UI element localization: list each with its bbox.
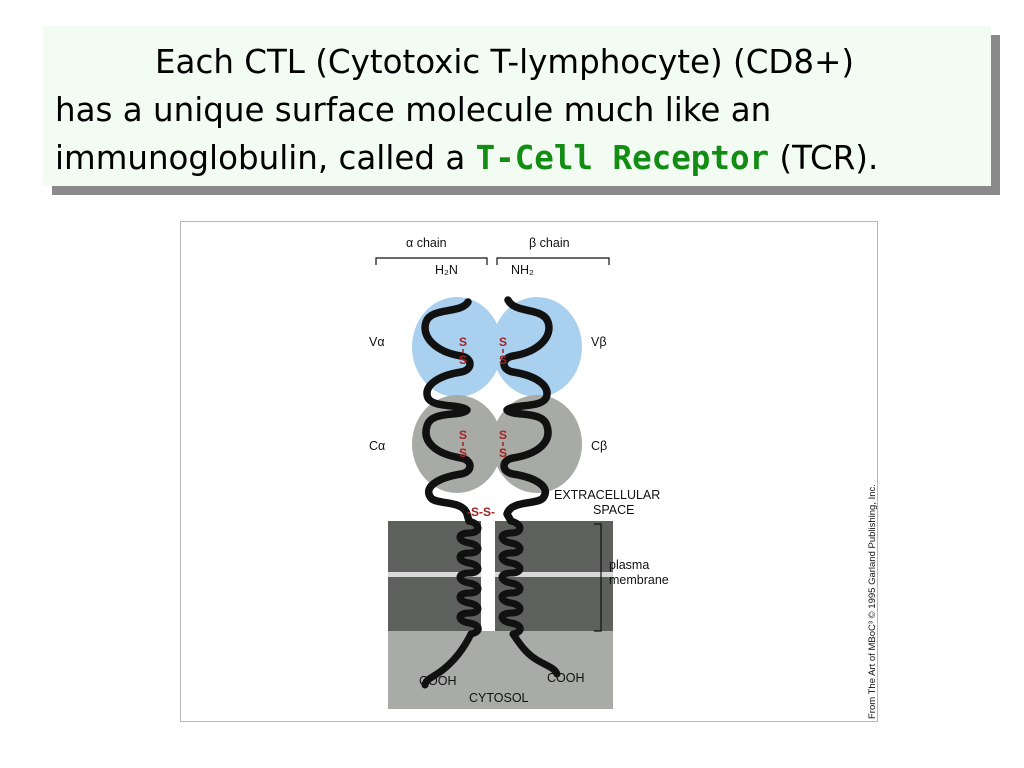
title-line-3: immunoglobulin, called a T-Cell Receptor… <box>55 134 979 182</box>
cooh-right-label: COOH <box>547 671 585 685</box>
title-line-1: Each CTL (Cytotoxic T-lymphocyte) (CD8+) <box>155 43 855 81</box>
alpha-chain-bracket <box>375 257 488 265</box>
disulfide-s: S <box>499 353 507 367</box>
disulfide-s: S <box>459 446 467 460</box>
tcr-diagram-svg: α chain β chain H₂N NH₂ Vα Vβ Cα Cβ S S … <box>369 236 877 719</box>
cytosol-region <box>388 631 613 709</box>
alpha-cytoplasmic-tail <box>421 630 475 689</box>
disulfide-s: S <box>459 353 467 367</box>
interchain-disulfide: -S-S- <box>467 505 495 519</box>
tcr-term: T-Cell Receptor <box>475 139 770 177</box>
h2n-label: H₂N <box>435 263 458 277</box>
membrane-inner-leaflet <box>388 577 613 631</box>
extracellular-space-label-1: EXTRACELLULAR <box>554 488 660 502</box>
plasma-membrane-label-1: plasma <box>609 558 649 572</box>
title-line-2: has a unique surface molecule much like … <box>55 91 772 129</box>
beta-cytoplasmic-tail <box>509 630 561 678</box>
membrane-gap <box>481 521 495 631</box>
v-beta-disulfide: S S <box>499 335 507 367</box>
membrane-outer-leaflet <box>388 521 613 572</box>
v-alpha-label: Vα <box>369 335 385 349</box>
beta-chain-bracket <box>496 257 610 265</box>
disulfide-s: S <box>499 446 507 460</box>
v-alpha-disulfide: S S <box>459 335 467 367</box>
cytosol-label: CYTOSOL <box>469 691 529 705</box>
c-beta-domain <box>492 395 582 493</box>
alpha-chain-label: α chain <box>406 236 447 250</box>
c-alpha-label: Cα <box>369 439 385 453</box>
beta-transmembrane-helix <box>498 517 524 638</box>
c-beta-label: Cβ <box>591 439 607 453</box>
disulfide-s: S <box>459 335 467 349</box>
plasma-membrane-bracket <box>594 523 602 632</box>
cooh-left-label: COOH <box>419 674 457 688</box>
disulfide-s: S <box>459 428 467 442</box>
beta-chain <box>500 296 553 525</box>
figure-credit: From The Art of MBoC³ © 1995 Garland Pub… <box>867 484 877 719</box>
title-line-3-end: (TCR). <box>769 139 879 177</box>
c-beta-disulfide: S S <box>499 428 507 460</box>
alpha-transmembrane-helix <box>456 517 482 638</box>
title-line-3-start: immunoglobulin, called a <box>55 139 476 177</box>
alpha-chain <box>421 298 474 525</box>
disulfide-s: S <box>499 428 507 442</box>
beta-chain-label: β chain <box>529 236 570 250</box>
nh2-label: NH₂ <box>511 263 534 277</box>
v-alpha-domain <box>412 297 502 397</box>
c-alpha-disulfide: S S <box>459 428 467 460</box>
plasma-membrane-label-2: membrane <box>609 573 669 587</box>
v-beta-label: Vβ <box>591 335 607 349</box>
extracellular-space-label-2: SPACE <box>593 503 634 517</box>
tcr-diagram: α chain β chain H₂N NH₂ Vα Vβ Cα Cβ S S … <box>180 221 878 722</box>
disulfide-s: S <box>499 335 507 349</box>
title-box: Each CTL (Cytotoxic T-lymphocyte) (CD8+)… <box>43 26 991 186</box>
